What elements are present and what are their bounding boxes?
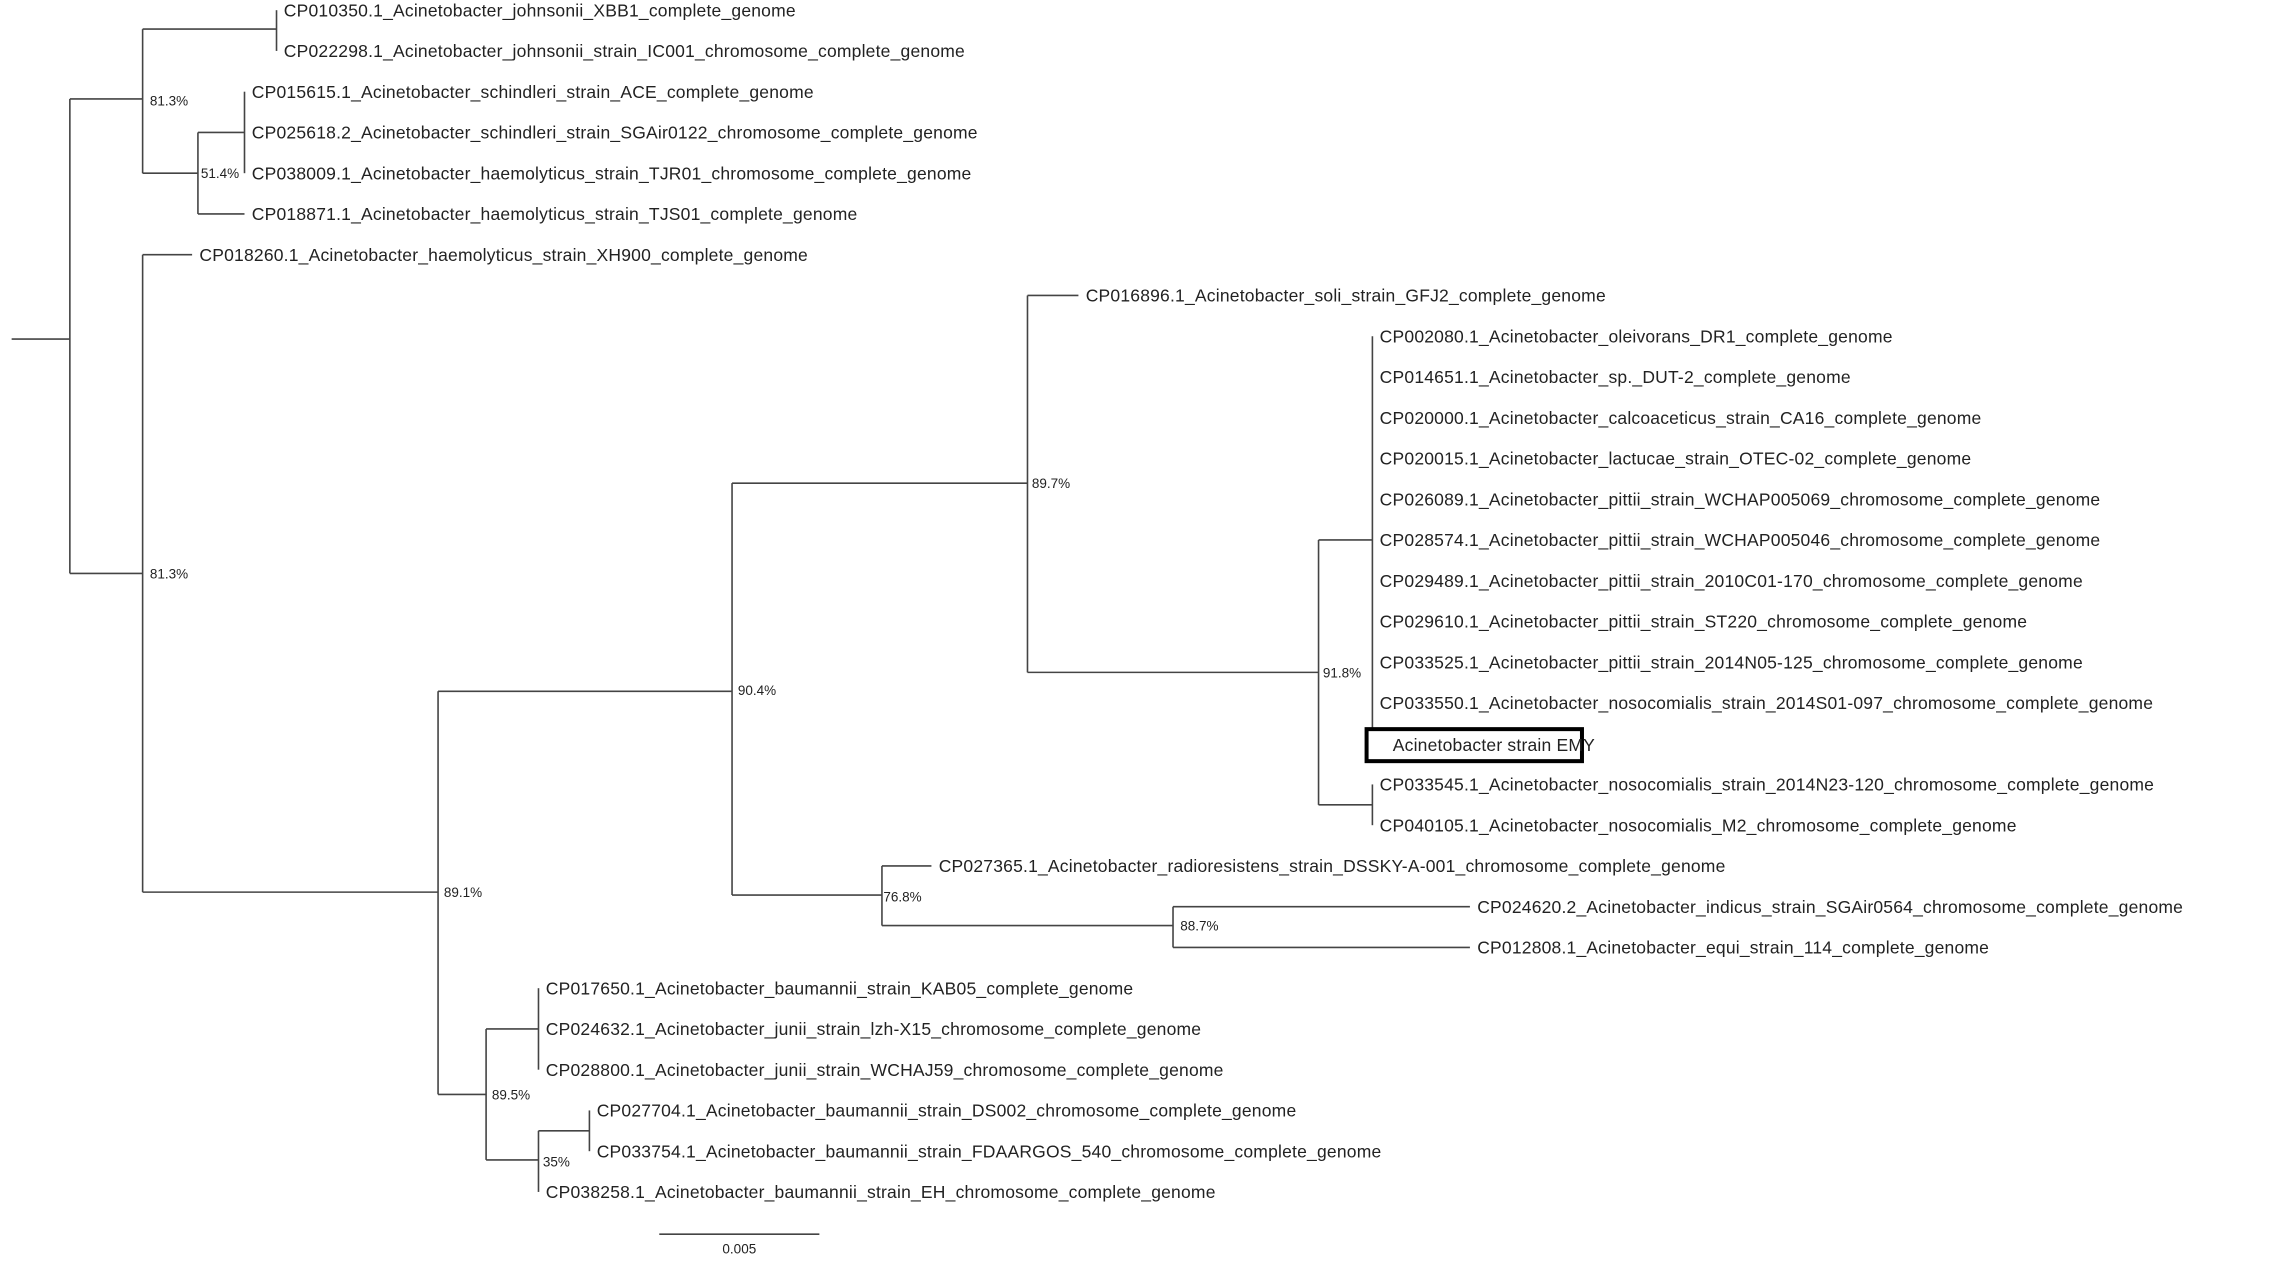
leaf-label: CP018260.1_Acinetobacter_haemolyticus_st… <box>199 245 808 266</box>
highlight-box <box>1364 727 1584 764</box>
leaf-label: CP014651.1_Acinetobacter_sp._DUT-2_compl… <box>1380 367 1851 388</box>
leaf-label: CP027704.1_Acinetobacter_baumannii_strai… <box>597 1101 1297 1122</box>
leaf-label-highlighted: Acinetobacter strain EMY <box>1393 735 1595 755</box>
support-value-indicus-equi-clade: 88.7% <box>1180 919 1218 934</box>
leaf-label: CP025618.2_Acinetobacter_schindleri_stra… <box>252 123 978 144</box>
leaf-label: CP033525.1_Acinetobacter_pittii_strain_2… <box>1380 652 2083 673</box>
support-value-radioresistens-clade: 76.8% <box>883 890 921 905</box>
support-value-schindleri-haemolyticus-clade: 51.4% <box>201 166 239 181</box>
support-value-pittii-nosocomialis-clade: 91.8% <box>1323 665 1361 680</box>
leaf-label: CP033545.1_Acinetobacter_nosocomialis_st… <box>1380 775 2154 796</box>
leaf-label: CP018871.1_Acinetobacter_haemolyticus_st… <box>252 204 858 225</box>
leaf-label: CP028574.1_Acinetobacter_pittii_strain_W… <box>1380 530 2101 551</box>
leaf-label: CP033550.1_Acinetobacter_nosocomialis_st… <box>1380 693 2153 714</box>
support-value-soli-pittii-clade: 89.7% <box>1032 476 1070 491</box>
leaf-label: CP010350.1_Acinetobacter_johnsonii_XBB1_… <box>284 0 796 21</box>
leaf-label: CP002080.1_Acinetobacter_oleivorans_DR1_… <box>1380 326 1893 347</box>
leaf-label: CP012808.1_Acinetobacter_equi_strain_114… <box>1477 938 1989 959</box>
scale-bar-label: 0.005 <box>722 1242 756 1257</box>
leaf-label: CP029610.1_Acinetobacter_pittii_strain_S… <box>1380 612 2028 633</box>
support-value-baumannii-junii-clade: 89.5% <box>492 1087 530 1102</box>
support-value-johnsonii-schindleri-clade: 81.3% <box>150 93 188 108</box>
support-value-root-inner-clade: 81.3% <box>150 566 188 581</box>
leaf-label: CP020015.1_Acinetobacter_lactucae_strain… <box>1380 449 1972 470</box>
leaf-label: CP016896.1_Acinetobacter_soli_strain_GFJ… <box>1086 286 1606 307</box>
leaf-label: CP022298.1_Acinetobacter_johnsonii_strai… <box>284 41 965 62</box>
leaf-label: CP028800.1_Acinetobacter_junii_strain_WC… <box>546 1060 1224 1081</box>
leaf-label: CP027365.1_Acinetobacter_radioresistens_… <box>939 856 1726 877</box>
leaf-label: CP015615.1_Acinetobacter_schindleri_stra… <box>252 82 814 103</box>
leaf-label: CP033754.1_Acinetobacter_baumannii_strai… <box>597 1141 1382 1162</box>
leaf-label: CP024632.1_Acinetobacter_junii_strain_lz… <box>546 1019 1202 1040</box>
leaf-label: CP029489.1_Acinetobacter_pittii_strain_2… <box>1380 571 2083 592</box>
leaf-label: CP020000.1_Acinetobacter_calcoaceticus_s… <box>1380 408 1982 429</box>
leaf-label: CP040105.1_Acinetobacter_nosocomialis_M2… <box>1380 815 2017 836</box>
support-value-baumannii-small-clade: 35% <box>543 1154 570 1169</box>
leaf-label: CP024620.2_Acinetobacter_indicus_strain_… <box>1477 897 2183 918</box>
support-value-soli-radioresistens-clade: 90.4% <box>738 683 776 698</box>
support-value-ingroup-clade: 89.1% <box>444 885 482 900</box>
leaf-label: CP038258.1_Acinetobacter_baumannii_strai… <box>546 1182 1216 1203</box>
leaf-label: CP026089.1_Acinetobacter_pittii_strain_W… <box>1380 489 2101 510</box>
leaf-label: CP017650.1_Acinetobacter_baumannii_strai… <box>546 978 1134 999</box>
leaf-label: CP038009.1_Acinetobacter_haemolyticus_st… <box>252 163 972 184</box>
